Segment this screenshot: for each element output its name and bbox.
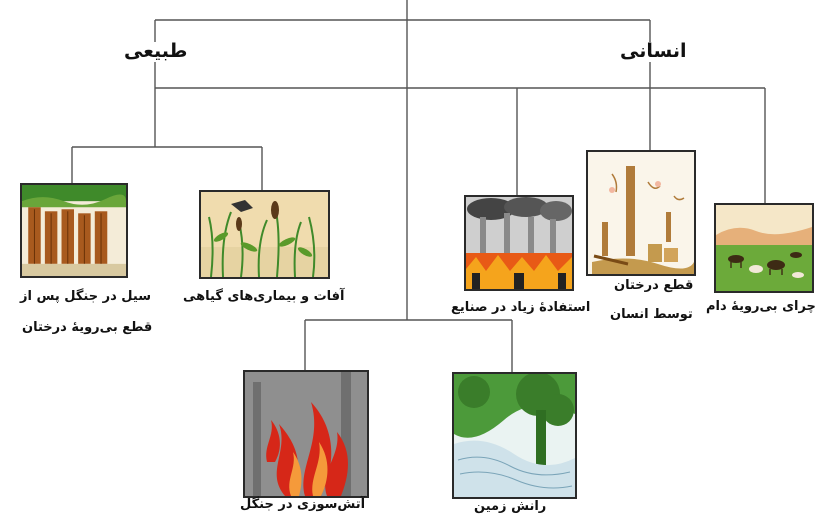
grazing-label: چرای بی‌رویهٔ دام: [706, 299, 816, 314]
tree-cutting-icon: [586, 150, 696, 276]
factory-label: استفادهٔ زیاد در صنایع: [451, 300, 591, 315]
landslide-icon: [452, 372, 577, 499]
plant-pests-icon: [199, 190, 330, 279]
forest-fire-icon: [243, 370, 369, 498]
flood-icon: [20, 183, 128, 278]
tree-cutting-label-line2: توسط انسان: [610, 307, 693, 322]
category-human: انسانی: [620, 40, 687, 62]
category-natural: طبیعی: [124, 40, 188, 62]
plant-pests-label: آفات و بیماری‌های گیاهی: [183, 289, 345, 304]
tree-cutting-label-line1: قطع درختان: [614, 278, 694, 293]
landslide-label: رانش زمین: [474, 499, 547, 514]
forest-fire-label: آتش‌سوزی در جنگل: [240, 497, 366, 512]
grazing-icon: [714, 203, 814, 293]
factory-icon: [464, 195, 574, 291]
flood-label-line2: قطع بی‌رویهٔ درختان: [22, 320, 153, 335]
flood-label-line1: سیل در جنگل پس از: [20, 289, 151, 304]
